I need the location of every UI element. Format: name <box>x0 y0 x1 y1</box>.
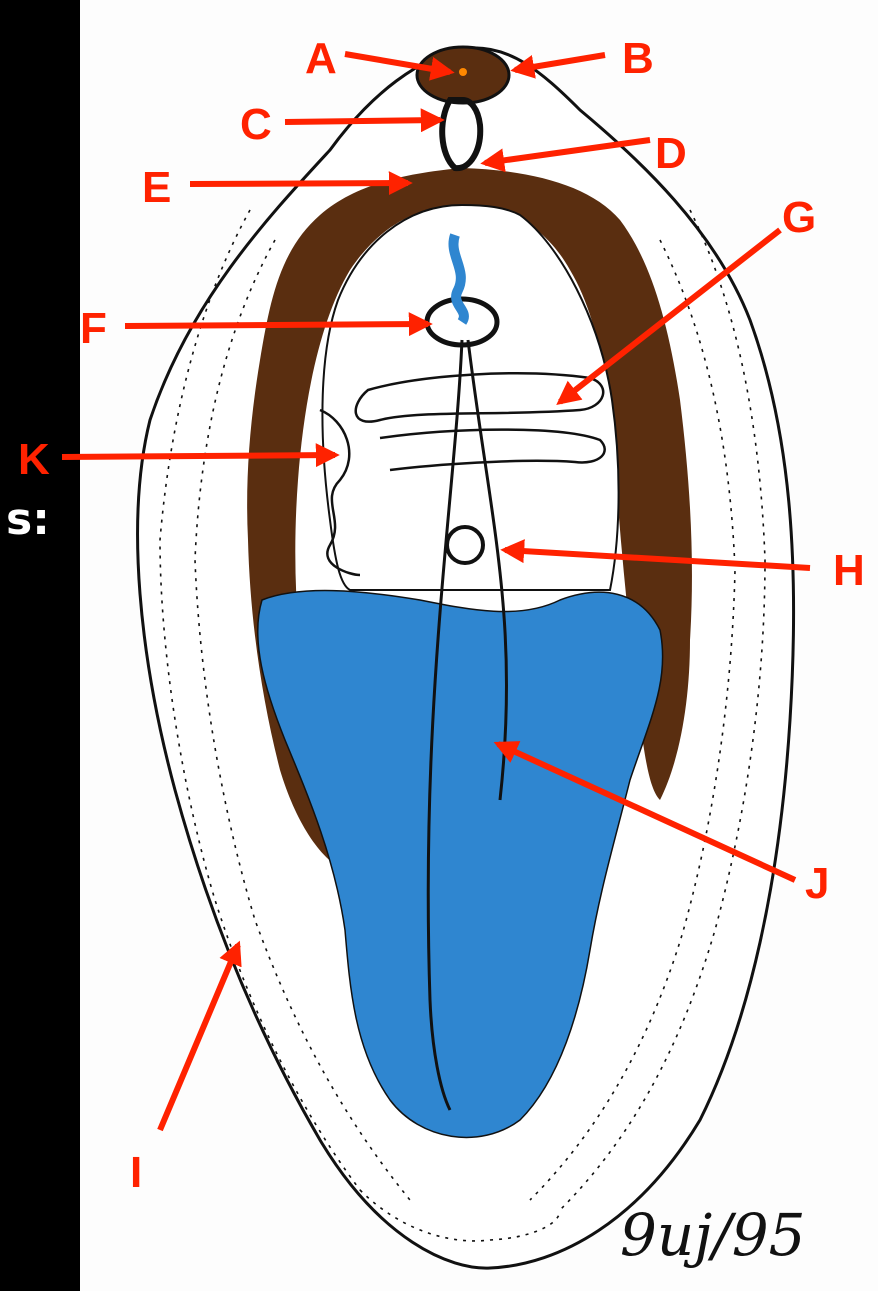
arrow-c <box>285 120 440 122</box>
ventral-sucker <box>447 527 483 563</box>
label-c: C <box>240 100 272 149</box>
label-e: E <box>142 163 171 212</box>
label-b: B <box>622 34 654 83</box>
label-a: A <box>305 34 337 83</box>
oral-sucker <box>417 47 509 103</box>
arrow-b <box>515 55 605 70</box>
label-k: K <box>18 435 50 484</box>
label-f: F <box>80 304 107 353</box>
signature: 9uj/95 <box>620 1201 806 1269</box>
label-d: D <box>655 129 687 178</box>
arrow-e <box>190 183 408 184</box>
arrow-f <box>125 324 428 326</box>
label-g: G <box>782 193 816 242</box>
arrow-k <box>62 455 335 457</box>
label-i: I <box>130 1148 142 1197</box>
label-j: J <box>805 859 829 908</box>
label-h: H <box>833 546 865 595</box>
arrow-i <box>160 945 238 1130</box>
